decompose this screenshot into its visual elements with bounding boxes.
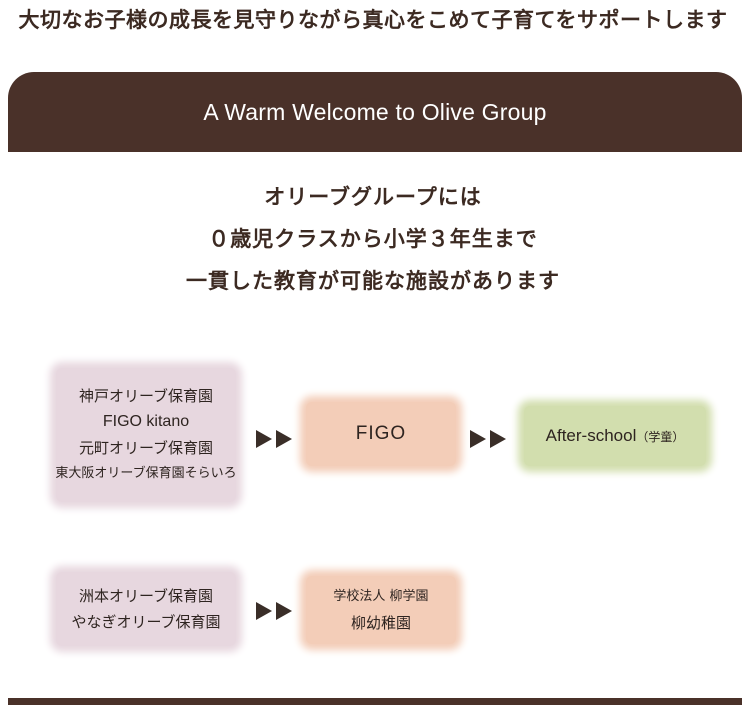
figo-box: FIGO <box>306 402 456 466</box>
intro-line: ０歳児クラスから小学３年生まで <box>208 226 538 251</box>
intro-text: オリーブグループには ０歳児クラスから小学３年生まで 一貫した教育が可能な施設が… <box>0 176 746 302</box>
nursery-group-box-2: 洲本オリーブ保育園 やなぎオリーブ保育園 <box>56 572 236 646</box>
double-triangle-right-icon <box>470 430 506 448</box>
banner-title: A Warm Welcome to Olive Group <box>203 98 547 125</box>
intro-line: オリーブグループには <box>264 184 482 209</box>
kindergarten-box: 学校法人 柳学園 柳幼稚園 <box>306 576 456 644</box>
double-triangle-right-icon <box>256 602 292 620</box>
figo-label: FIGO <box>355 423 407 444</box>
intro-line: 一貫した教育が可能な施設があります <box>186 268 560 293</box>
after-school-box: After-school（学童） <box>524 406 706 466</box>
nursery-name: 元町オリーブ保育園 <box>78 439 214 457</box>
nursery-name: FIGO kitano <box>102 413 190 430</box>
bottom-divider <box>8 698 742 705</box>
kindergarten-school: 学校法人 柳学園 <box>333 589 429 604</box>
after-school-label: After-school（学童） <box>546 423 685 450</box>
nursery-name: やなぎオリーブ保育園 <box>71 613 221 631</box>
after-school-text: After-school <box>545 425 637 445</box>
welcome-banner: A Warm Welcome to Olive Group <box>8 72 742 152</box>
nursery-name: 洲本オリーブ保育園 <box>78 587 214 605</box>
kindergarten-name: 柳幼稚園 <box>350 614 411 632</box>
nursery-group-box-1: 神戸オリーブ保育園 FIGO kitano 元町オリーブ保育園 東大阪オリーブ保… <box>55 368 237 502</box>
double-triangle-right-icon <box>256 430 292 448</box>
after-school-note: （学童） <box>636 429 685 444</box>
nursery-name: 東大阪オリーブ保育園そらいろ <box>55 466 237 481</box>
page-tagline: 大切なお子様の成長を見守りながら真心をこめて子育てをサポートします <box>18 7 728 32</box>
nursery-name: 神戸オリーブ保育園 <box>78 387 214 405</box>
